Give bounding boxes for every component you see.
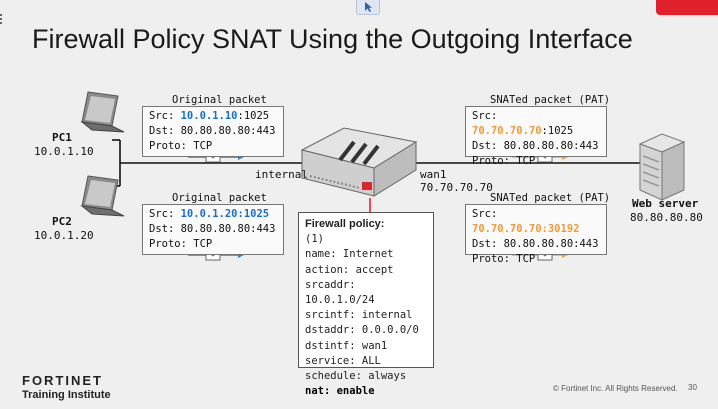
packet3-title: SNATed packet (PAT) <box>490 94 611 106</box>
policy-nat: nat: enable <box>305 385 375 398</box>
packet1-dst: Dst: 80.80.80.80:443 <box>149 125 276 137</box>
packet4-dst: Dst: 80.80.80.80:443 <box>472 238 599 250</box>
policy-line: schedule: always <box>305 370 407 383</box>
pc1-ip: 10.0.1.10 <box>34 145 94 158</box>
policy-line: name: Internet <box>305 248 394 261</box>
pc2-laptop-icon <box>80 175 125 217</box>
packet4-title: SNATed packet (PAT) <box>490 192 611 204</box>
packet1-box: Src: 10.0.1.10:1025 Dst: 80.80.80.80:443… <box>142 106 284 157</box>
training-institute-label: Training Institute <box>22 389 111 401</box>
packet2-src: Src: 10.0.1.20:1025 <box>149 208 270 220</box>
web-server-icon <box>638 133 686 201</box>
page-number: 30 <box>688 383 697 392</box>
internal-interface-label: internal <box>255 168 308 181</box>
packet3-box: Src: 70.70.70.70:1025 Dst: 80.80.80.80:4… <box>465 106 607 167</box>
packet3-src: Src: 70.70.70.70:1025 <box>472 110 574 137</box>
firewall-policy-box: Firewall policy: (1) name: Internet acti… <box>298 212 434 397</box>
left-edge-mark <box>0 14 5 24</box>
packet2-dst: Dst: 80.80.80.80:443 <box>149 223 276 235</box>
page-title: Firewall Policy SNAT Using the Outgoing … <box>32 24 633 54</box>
server-label: Web server <box>632 197 699 210</box>
pc2-label: PC2 <box>52 215 72 228</box>
packet2-box: Src: 10.0.1.20:1025 Dst: 80.80.80.80:443… <box>142 204 284 255</box>
toolbar-icon[interactable] <box>356 0 380 15</box>
packet3-dst: Dst: 80.80.80.80:443 <box>472 140 599 152</box>
wan-interface-label: wan1 <box>420 168 447 181</box>
packet2-title: Original packet <box>172 192 267 204</box>
server-ip: 80.80.80.80 <box>630 211 703 224</box>
policy-line: action: accept <box>305 263 394 276</box>
policy-line: dstaddr: 0.0.0.0/0 <box>305 324 419 337</box>
policy-title: Firewall policy: <box>305 218 385 230</box>
policy-id: (1) <box>305 233 324 246</box>
pc1-laptop-icon <box>80 91 125 133</box>
packet4-src: Src: 70.70.70.70:30192 <box>472 208 580 235</box>
pointer-icon <box>365 2 372 12</box>
packet4-box: Src: 70.70.70.70:30192 Dst: 80.80.80.80:… <box>465 204 607 265</box>
packet1-title: Original packet <box>172 94 267 106</box>
firewall-appliance-icon <box>300 127 418 197</box>
policy-line: srcintf: internal <box>305 309 413 322</box>
pc1-label: PC1 <box>52 131 72 144</box>
packet1-src: Src: 10.0.1.10:1025 <box>149 110 270 122</box>
packet2-proto: Proto: TCP <box>149 238 213 250</box>
top-right-tab[interactable] <box>656 0 718 15</box>
policy-line: srcaddr: 10.0.1.0/24 <box>305 278 375 307</box>
packet1-proto: Proto: TCP <box>149 140 213 152</box>
wan-ip-label: 70.70.70.70 <box>420 181 493 194</box>
copyright-text: © Fortinet Inc. All Rights Reserved. <box>553 384 678 393</box>
packet4-proto: Proto: TCP <box>472 253 536 265</box>
fortinet-logo: FORTINET <box>22 373 103 388</box>
policy-line: dstintf: wan1 <box>305 339 388 352</box>
packet3-proto: Proto: TCP <box>472 155 536 167</box>
policy-line: service: ALL <box>305 354 381 367</box>
pc2-ip: 10.0.1.20 <box>34 229 94 242</box>
